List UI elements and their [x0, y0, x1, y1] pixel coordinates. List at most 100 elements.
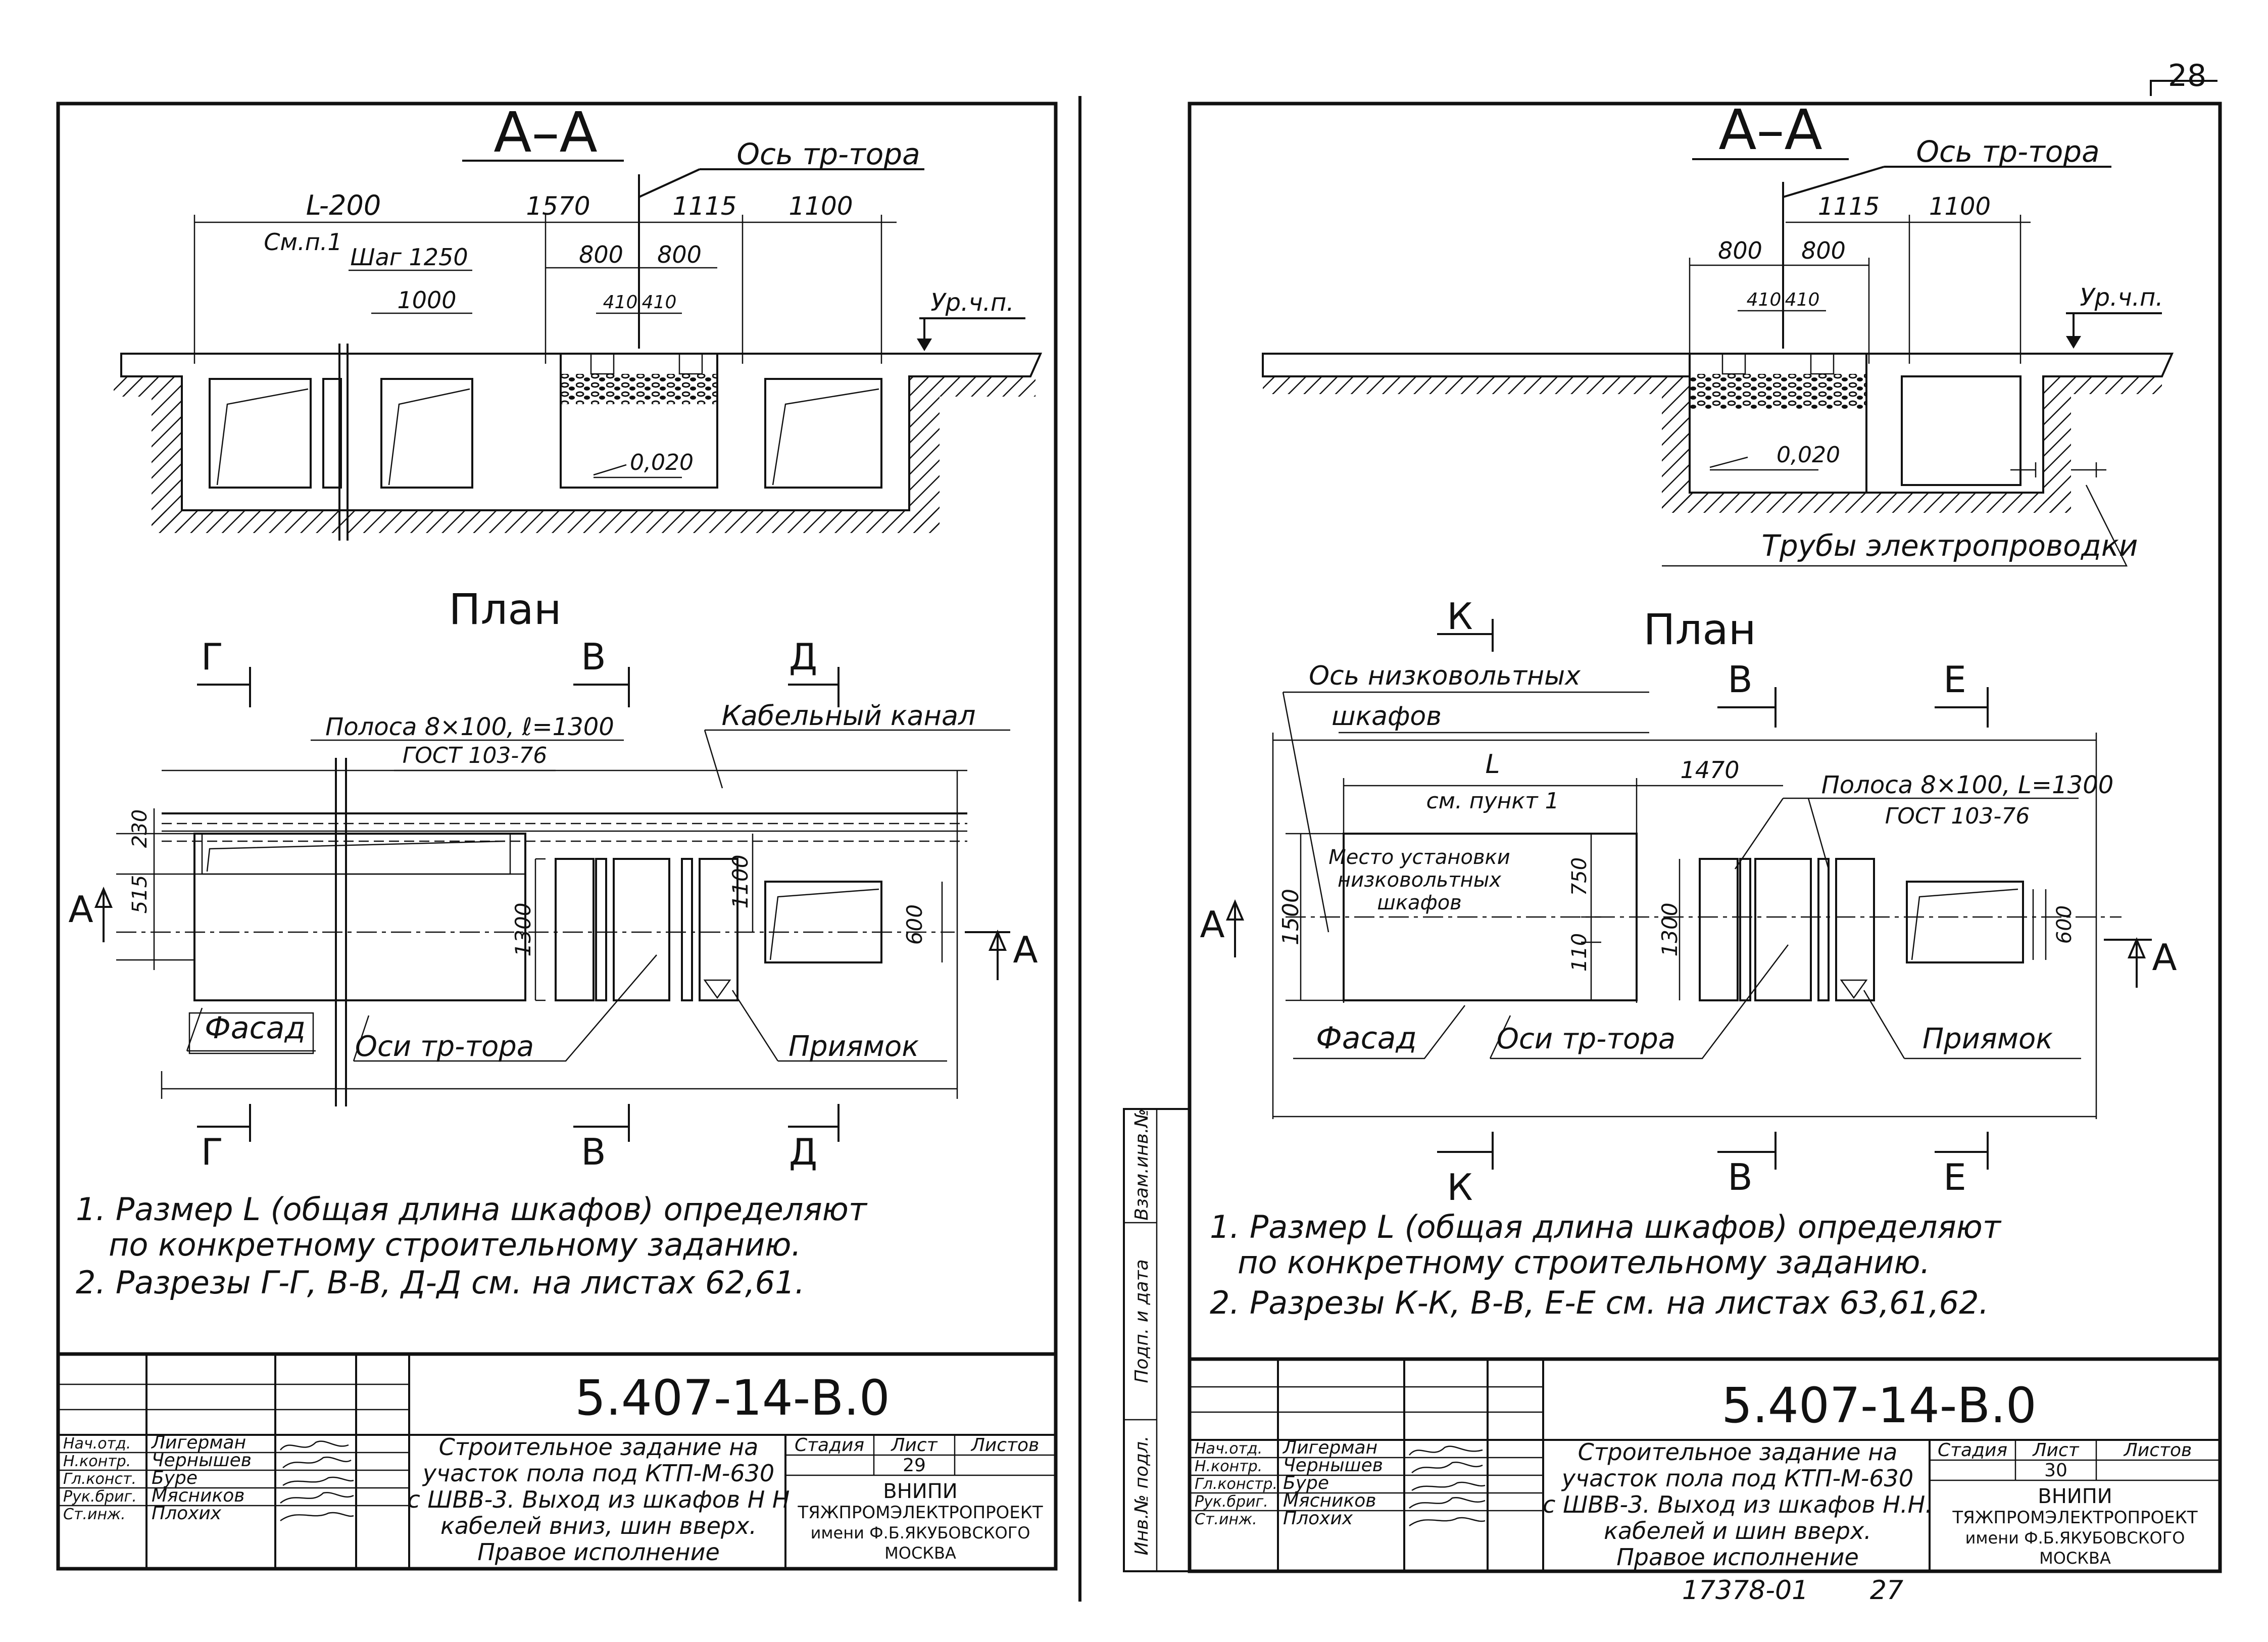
right-place-1: Место установки	[1328, 846, 1510, 869]
right-lv-axis-1: Ось низковольтных	[1309, 661, 1581, 691]
right-cut-e-bottom: Е	[1943, 1156, 1966, 1198]
right-org-0: ВНИПИ	[2038, 1485, 2112, 1508]
right-lv-axis-2: шкафов	[1332, 701, 1442, 732]
left-section-title: А–А	[494, 100, 598, 165]
left-sheets-label: Листов	[970, 1435, 1039, 1456]
right-name-2: Буре	[1283, 1473, 1329, 1493]
left-frame	[56, 102, 1058, 1571]
left-sheet-no: 29	[903, 1455, 926, 1476]
right-org-1: ТЯЖПРОМЭЛЕКТРОПРОЕКТ	[1952, 1508, 2198, 1528]
left-title-line-3: кабелей вниз, шин вверх.	[440, 1512, 757, 1539]
left-sheet-label: Лист	[890, 1435, 938, 1456]
left-org-2: имени Ф.Б.ЯКУБОВСКОГО	[811, 1523, 1030, 1542]
right-section-aa: А–А Ось тр-тора 1115 1100 800 800 410 41…	[1262, 98, 2174, 567]
right-cut-v-top: В	[1728, 658, 1752, 701]
right-sheets-label: Листов	[2123, 1440, 2192, 1461]
right-title-line-1: участок пола под КТП-М-630	[1561, 1465, 1913, 1492]
left-role-4: Ст.инж.	[63, 1506, 126, 1523]
right-role-2: Гл.констр.	[1195, 1475, 1277, 1493]
left-dim-1100: 1100	[788, 191, 853, 221]
right-org-3: МОСКВА	[2039, 1549, 2111, 1568]
left-cut-v-top: В	[581, 636, 606, 678]
right-role-1: Н.контр.	[1195, 1458, 1262, 1475]
left-dim-L-ref: См.п.1	[264, 228, 342, 256]
left-gost: ГОСТ 103-76	[403, 743, 548, 768]
left-org-0: ВНИПИ	[883, 1480, 957, 1503]
left-plan-title: План	[449, 585, 561, 634]
page-corner-number: 28	[2168, 58, 2206, 93]
left-dim-1300: 1300	[511, 903, 535, 957]
left-dim-515: 515	[128, 875, 152, 913]
right-dim-L-ref: см. пункт 1	[1426, 788, 1559, 814]
right-name-3: Мясников	[1283, 1490, 1376, 1511]
right-name-0: Лигерман	[1282, 1437, 1377, 1458]
right-cut-a-left: А	[1200, 903, 1224, 946]
left-strip-label: Полоса 8×100, ℓ=1300	[325, 713, 614, 741]
left-name-2: Буре	[152, 1468, 198, 1488]
right-stage-label: Стадия	[1938, 1440, 2007, 1461]
right-dim-1300: 1300	[1657, 903, 1682, 957]
left-dim-step: Шаг 1250	[350, 244, 468, 271]
bottom-code: 17378-01	[1682, 1575, 1808, 1606]
right-cut-e-top: Е	[1943, 658, 1966, 701]
right-dim-410a: 410	[1747, 289, 1782, 310]
right-role-0: Нач.отд.	[1195, 1440, 1262, 1458]
right-floor-level: Ур.ч.п.	[2080, 283, 2163, 312]
left-slope: 0,020	[630, 450, 694, 475]
right-dim-1100: 1100	[1929, 192, 1991, 221]
right-sheet-label: Лист	[2032, 1440, 2079, 1461]
right-cut-v-bottom: В	[1728, 1156, 1752, 1198]
right-dim-1115: 1115	[1818, 192, 1880, 221]
left-title-line-4: Правое исполнение	[477, 1538, 720, 1566]
right-stamp-sign: Подп. и дата	[1131, 1259, 1152, 1383]
right-cut-a-right: А	[2152, 936, 2177, 979]
right-pit: Приямок	[1922, 1023, 2053, 1055]
right-place-2: низковольтных	[1338, 868, 1501, 892]
left-dim-1570: 1570	[526, 191, 590, 221]
page-corner-box: 28	[2150, 58, 2217, 96]
right-title-line-3: кабелей и шин вверх.	[1604, 1517, 1871, 1544]
right-doc-code: 5.407-14-В.0	[1721, 1377, 2037, 1434]
left-sheet: А–А Ось тр-тора L-200 См.п.1 1570 1115 1…	[56, 100, 1058, 1571]
left-name-4: Плохих	[152, 1503, 222, 1524]
left-facade: Фасад	[205, 1010, 306, 1046]
left-title-line-0: Строительное задание на	[439, 1433, 759, 1461]
right-dim-L: L	[1486, 749, 1500, 780]
right-dim-1470: 1470	[1680, 756, 1739, 784]
left-name-0: Лигерман	[151, 1432, 246, 1453]
right-dim-800a: 800	[1718, 237, 1762, 264]
left-cut-g-bottom: Г	[201, 1131, 223, 1173]
left-title-line-2: с ШВВ-3. Выход из шкафов Н Н	[407, 1486, 790, 1513]
left-cable-channel: Кабельный канал	[721, 700, 975, 732]
left-role-1: Н.контр.	[63, 1453, 131, 1470]
left-axis-label: Ось тр-тора	[736, 137, 920, 171]
left-org-3: МОСКВА	[884, 1543, 956, 1563]
left-cut-a-left: А	[68, 888, 93, 931]
left-cut-g-top: Г	[201, 636, 223, 678]
right-title-line-2: с ШВВ-3. Выход из шкафов Н.Н.	[1543, 1491, 1933, 1518]
right-stamp-replace: Взам.инв.№	[1131, 1108, 1152, 1221]
left-dim-1000: 1000	[397, 286, 456, 314]
left-note-2: 2. Разрезы Г-Г, В-В, Д-Д см. на листах 6…	[76, 1264, 805, 1301]
right-dim-750: 750	[1568, 857, 1591, 896]
left-cut-v-bottom: В	[581, 1131, 606, 1173]
left-plan: План Г В Д Полоса 8×100, ℓ=1300 ГОСТ 103…	[68, 585, 1038, 1173]
right-axis-label: Ось тр-тора	[1916, 134, 2099, 169]
left-note-1b: по конкретному строительному заданию.	[109, 1226, 801, 1263]
left-dim-1115: 1115	[672, 191, 736, 221]
right-sheet: Инв.№ подл. Подп. и дата Взам.инв.№ А–А …	[1123, 98, 2222, 1606]
right-name-4: Плохих	[1283, 1508, 1353, 1529]
left-dim-410b: 410	[642, 292, 677, 313]
right-notes: 1. Размер L (общая длина шкафов) определ…	[1210, 1209, 2002, 1321]
left-transformer-axes: Оси тр-тора	[355, 1030, 534, 1063]
left-dim-800b: 800	[657, 241, 702, 268]
right-place-3: шкафов	[1377, 891, 1462, 914]
left-title-line-1: участок пола под КТП-М-630	[422, 1460, 774, 1487]
left-org-1: ТЯЖПРОМЭЛЕКТРОПРОЕКТ	[797, 1503, 1043, 1523]
right-cut-k-top: К	[1447, 595, 1472, 638]
left-dim-230: 230	[128, 809, 152, 848]
right-dim-410b: 410	[1785, 289, 1820, 310]
right-title-block: 5.407-14-В.0 Нач.отд. Лигерман Н.контр. …	[1190, 1357, 2220, 1571]
left-title-block: 5.407-14-В.0 Нач.отд. Лигерман Н.контр. …	[58, 1352, 1056, 1569]
left-dim-L: L-200	[306, 189, 381, 221]
